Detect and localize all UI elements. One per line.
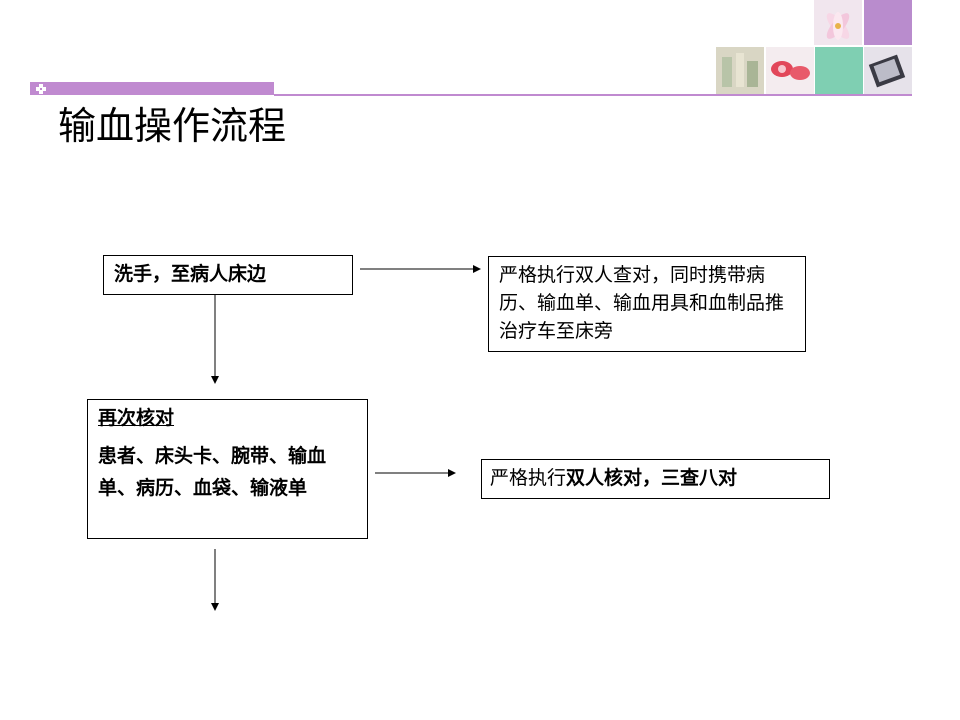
step-recheck: 再次核对 患者、床头卡、腕带、输血单、病历、血袋、输液单 bbox=[87, 399, 368, 539]
header-accent-bar bbox=[30, 82, 274, 95]
recheck-heading: 再次核对 bbox=[98, 407, 175, 429]
purple-tile bbox=[864, 0, 912, 45]
cosmetics-photo bbox=[766, 47, 814, 94]
diamond-ornament-icon bbox=[36, 84, 46, 94]
recheck-items: 患者、床头卡、腕带、输血单、病历、血袋、输液单 bbox=[98, 445, 327, 499]
header-divider-line bbox=[274, 94, 912, 96]
strict2-prefix: 严格执行 bbox=[490, 467, 567, 489]
step-double-check-equipment: 严格执行双人查对，同时携带病历、输血单、输血用具和血制品推治疗车至床旁 bbox=[488, 256, 806, 352]
step-three-checks-eight-verifications: 严格执行双人核对，三查八对 bbox=[481, 459, 830, 499]
lily-flower-photo bbox=[814, 0, 862, 45]
green-tile bbox=[815, 47, 863, 94]
page-title: 输血操作流程 bbox=[58, 104, 287, 148]
strict2-emphasis: 双人核对，三查八对 bbox=[566, 467, 738, 489]
compact-mirror-photo bbox=[864, 47, 912, 94]
step-wash-hands: 洗手，至病人床边 bbox=[103, 255, 353, 295]
bottles-photo bbox=[716, 47, 764, 94]
